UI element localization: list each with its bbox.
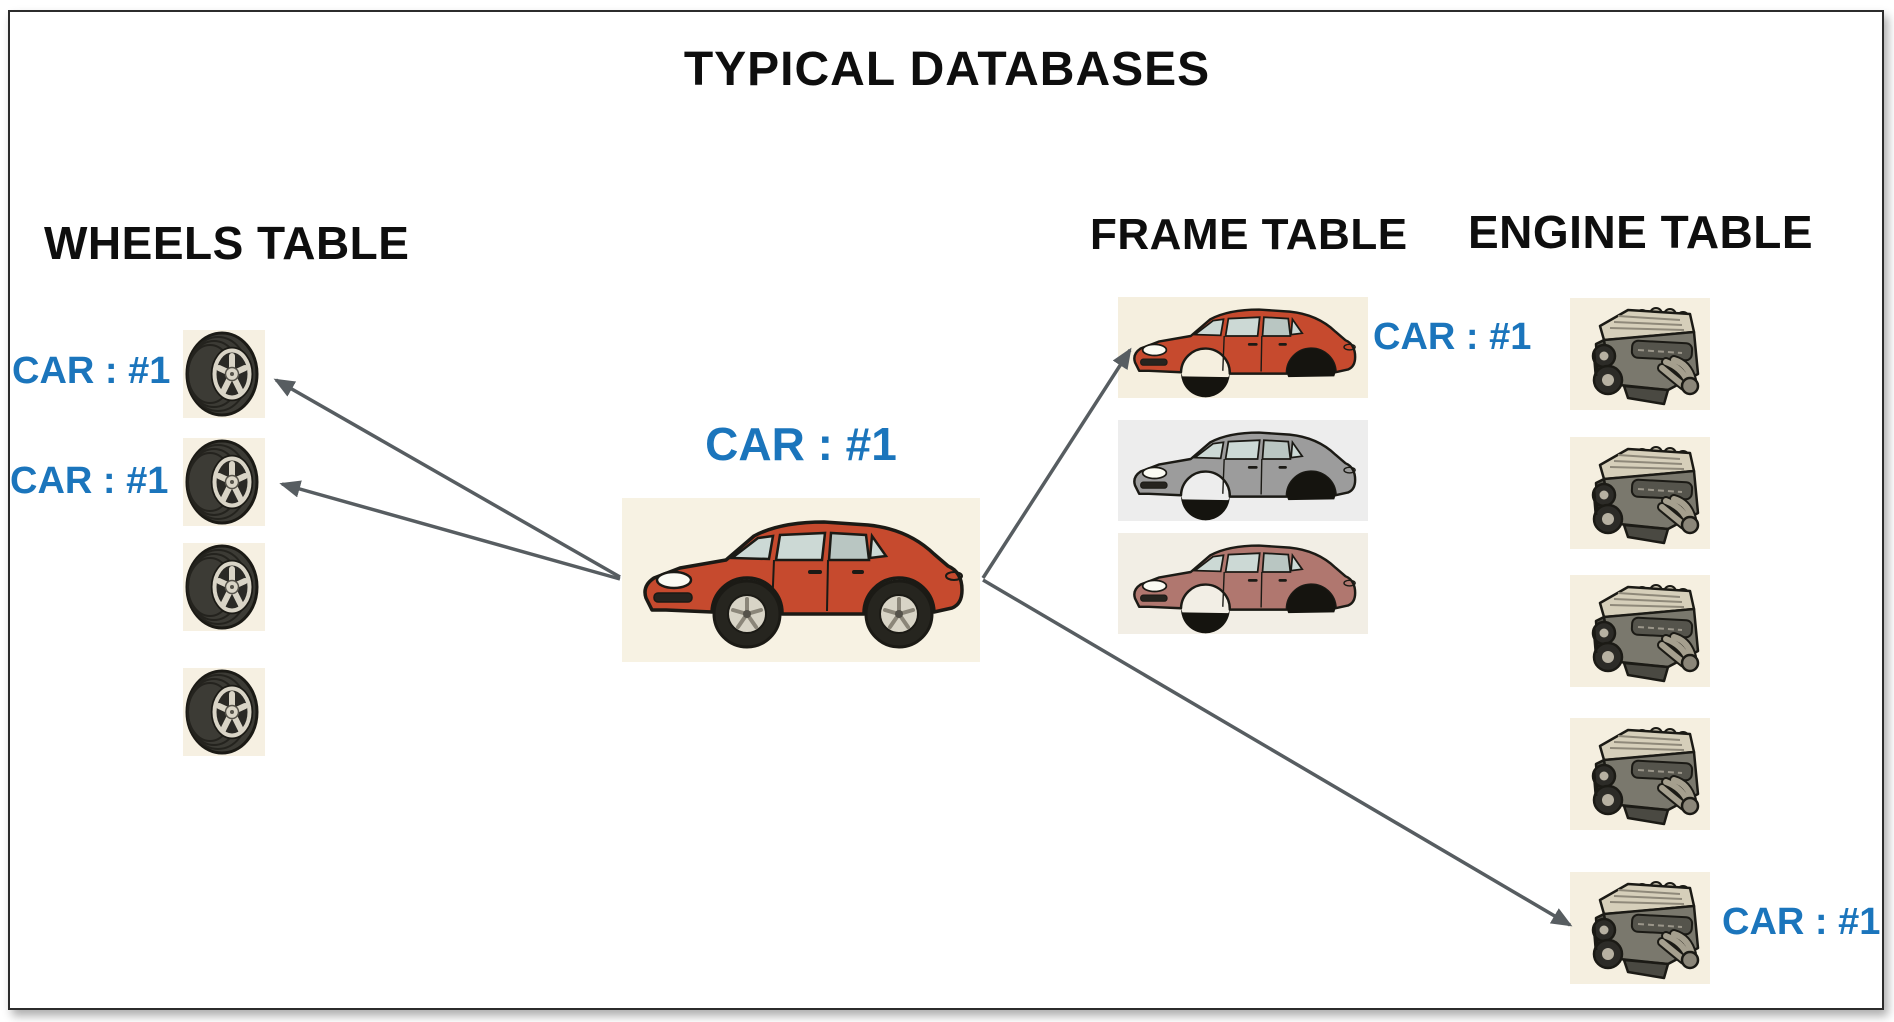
- car-frame-image: [1118, 297, 1368, 398]
- wheels-row1-car-label: CAR : #1: [12, 350, 171, 392]
- wheels-table-heading: WHEELS TABLE: [44, 217, 410, 269]
- center-car-label: CAR : #1: [705, 418, 897, 470]
- engine-image: [1570, 718, 1710, 830]
- car-frame-image: [1118, 533, 1368, 634]
- engine-stack: [1570, 298, 1710, 988]
- tire-image: [183, 438, 265, 526]
- engine-row5-car-label: CAR : #1: [1722, 901, 1881, 943]
- engine-image: [1570, 298, 1710, 410]
- center-car-image: [622, 498, 980, 662]
- engine-image: [1570, 872, 1710, 984]
- engine-image: [1570, 575, 1710, 687]
- wheels-row2-car-label: CAR : #1: [10, 460, 169, 502]
- tire-stack: [183, 330, 265, 760]
- engine-image: [1570, 437, 1710, 549]
- tire-image: [183, 330, 265, 418]
- frame-table-heading: FRAME TABLE: [1090, 210, 1408, 259]
- tire-image: [183, 668, 265, 756]
- tire-image: [183, 543, 265, 631]
- page-title: TYPICAL DATABASES: [683, 43, 1211, 96]
- frame-stack: [1118, 297, 1368, 637]
- frame-row1-car-label: CAR : #1: [1373, 316, 1532, 358]
- engine-table-heading: ENGINE TABLE: [1468, 206, 1814, 258]
- car-frame-image: [1118, 420, 1368, 521]
